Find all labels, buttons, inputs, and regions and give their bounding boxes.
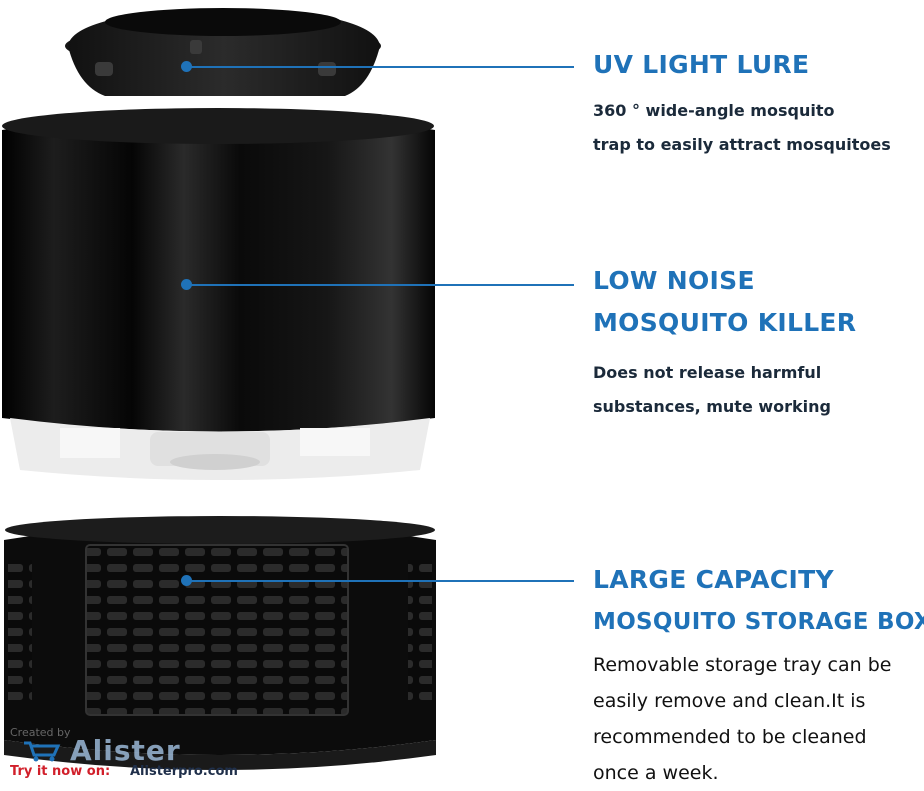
watermark-created-by: Created by	[10, 726, 71, 739]
callout-desc-line: once a week.	[593, 762, 719, 784]
callout-line-noise	[190, 284, 574, 286]
callout-dot-noise	[181, 279, 192, 290]
watermark: Created by Alister Try it now on: Aliste…	[8, 726, 268, 782]
callout-title-line: LARGE CAPACITY	[593, 565, 834, 594]
callout-line-storage	[190, 580, 574, 582]
watermark-brand: Alister	[70, 734, 181, 767]
callout-low-noise-killer: LOW NOISE MOSQUITO KILLER Does not relea…	[593, 260, 913, 424]
callout-dot-uv	[181, 61, 192, 72]
callout-title-line: MOSQUITO STORAGE BOX	[593, 609, 924, 635]
callout-title-line: LOW NOISE	[593, 266, 755, 295]
callout-dot-storage	[181, 575, 192, 586]
callout-desc-line: substances, mute working	[593, 397, 831, 416]
mosquito-trap-illustration	[2, 8, 436, 770]
callout-desc-line: recommended to be cleaned	[593, 726, 867, 748]
callout-line-uv	[190, 66, 574, 68]
callout-title-line: UV LIGHT LURE	[593, 50, 810, 79]
callout-uv-light-lure: UV LIGHT LURE 360 ° wide-angle mosquito …	[593, 44, 913, 162]
white-base-ring	[10, 418, 430, 480]
callout-storage-box: LARGE CAPACITY MOSQUITO STORAGE BOX Remo…	[593, 559, 924, 791]
low-noise-killer-body	[2, 108, 435, 432]
callout-desc-line: easily remove and clean.It is	[593, 690, 866, 712]
cart-icon	[22, 740, 62, 762]
callout-desc-line: Does not release harmful	[593, 363, 822, 382]
watermark-url: Alisterpro.com	[130, 764, 238, 779]
callout-desc-line: trap to easily attract mosquitoes	[593, 135, 891, 154]
uv-light-lure-top	[65, 8, 381, 96]
watermark-try-label: Try it now on:	[10, 764, 111, 779]
callout-title-line: MOSQUITO KILLER	[593, 308, 857, 337]
callout-desc-line: 360 ° wide-angle mosquito	[593, 101, 835, 120]
callout-desc-line: Removable storage tray can be	[593, 654, 892, 676]
